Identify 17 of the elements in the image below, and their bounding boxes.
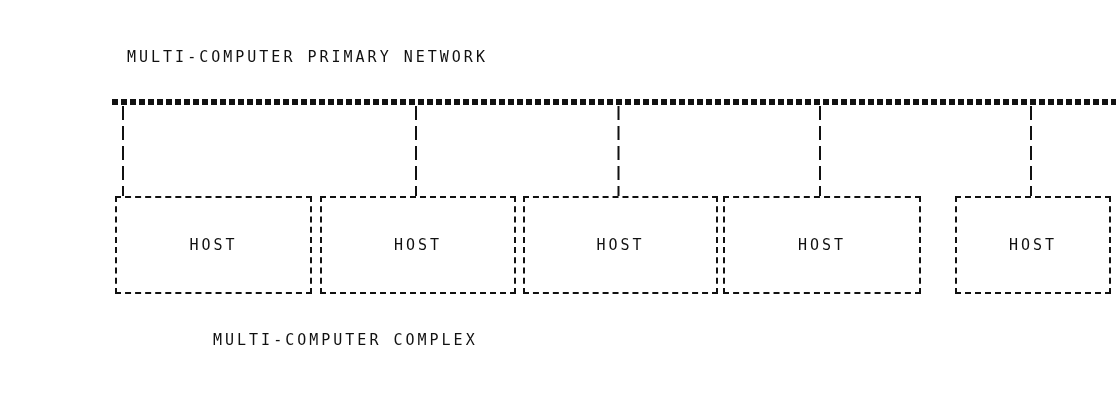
host-label: HOST xyxy=(797,236,847,254)
host-box xyxy=(955,196,1111,294)
host-label: HOST xyxy=(189,236,238,254)
connector-line xyxy=(617,105,620,197)
host-box xyxy=(523,196,718,294)
connector-line xyxy=(415,105,417,197)
host-label: HOST xyxy=(596,236,645,254)
host-label: HOST xyxy=(1008,236,1058,254)
connector-line xyxy=(819,105,821,197)
host-label: HOST xyxy=(393,236,443,254)
network-title: MULTI-COMPUTER PRIMARY NETWORK xyxy=(127,48,488,66)
connector-line xyxy=(1030,105,1032,197)
complex-caption: MULTI-COMPUTER COMPLEX xyxy=(213,331,478,349)
connector-line xyxy=(122,105,124,197)
host-box xyxy=(320,196,516,294)
host-box xyxy=(115,196,312,294)
host-box xyxy=(723,196,921,294)
